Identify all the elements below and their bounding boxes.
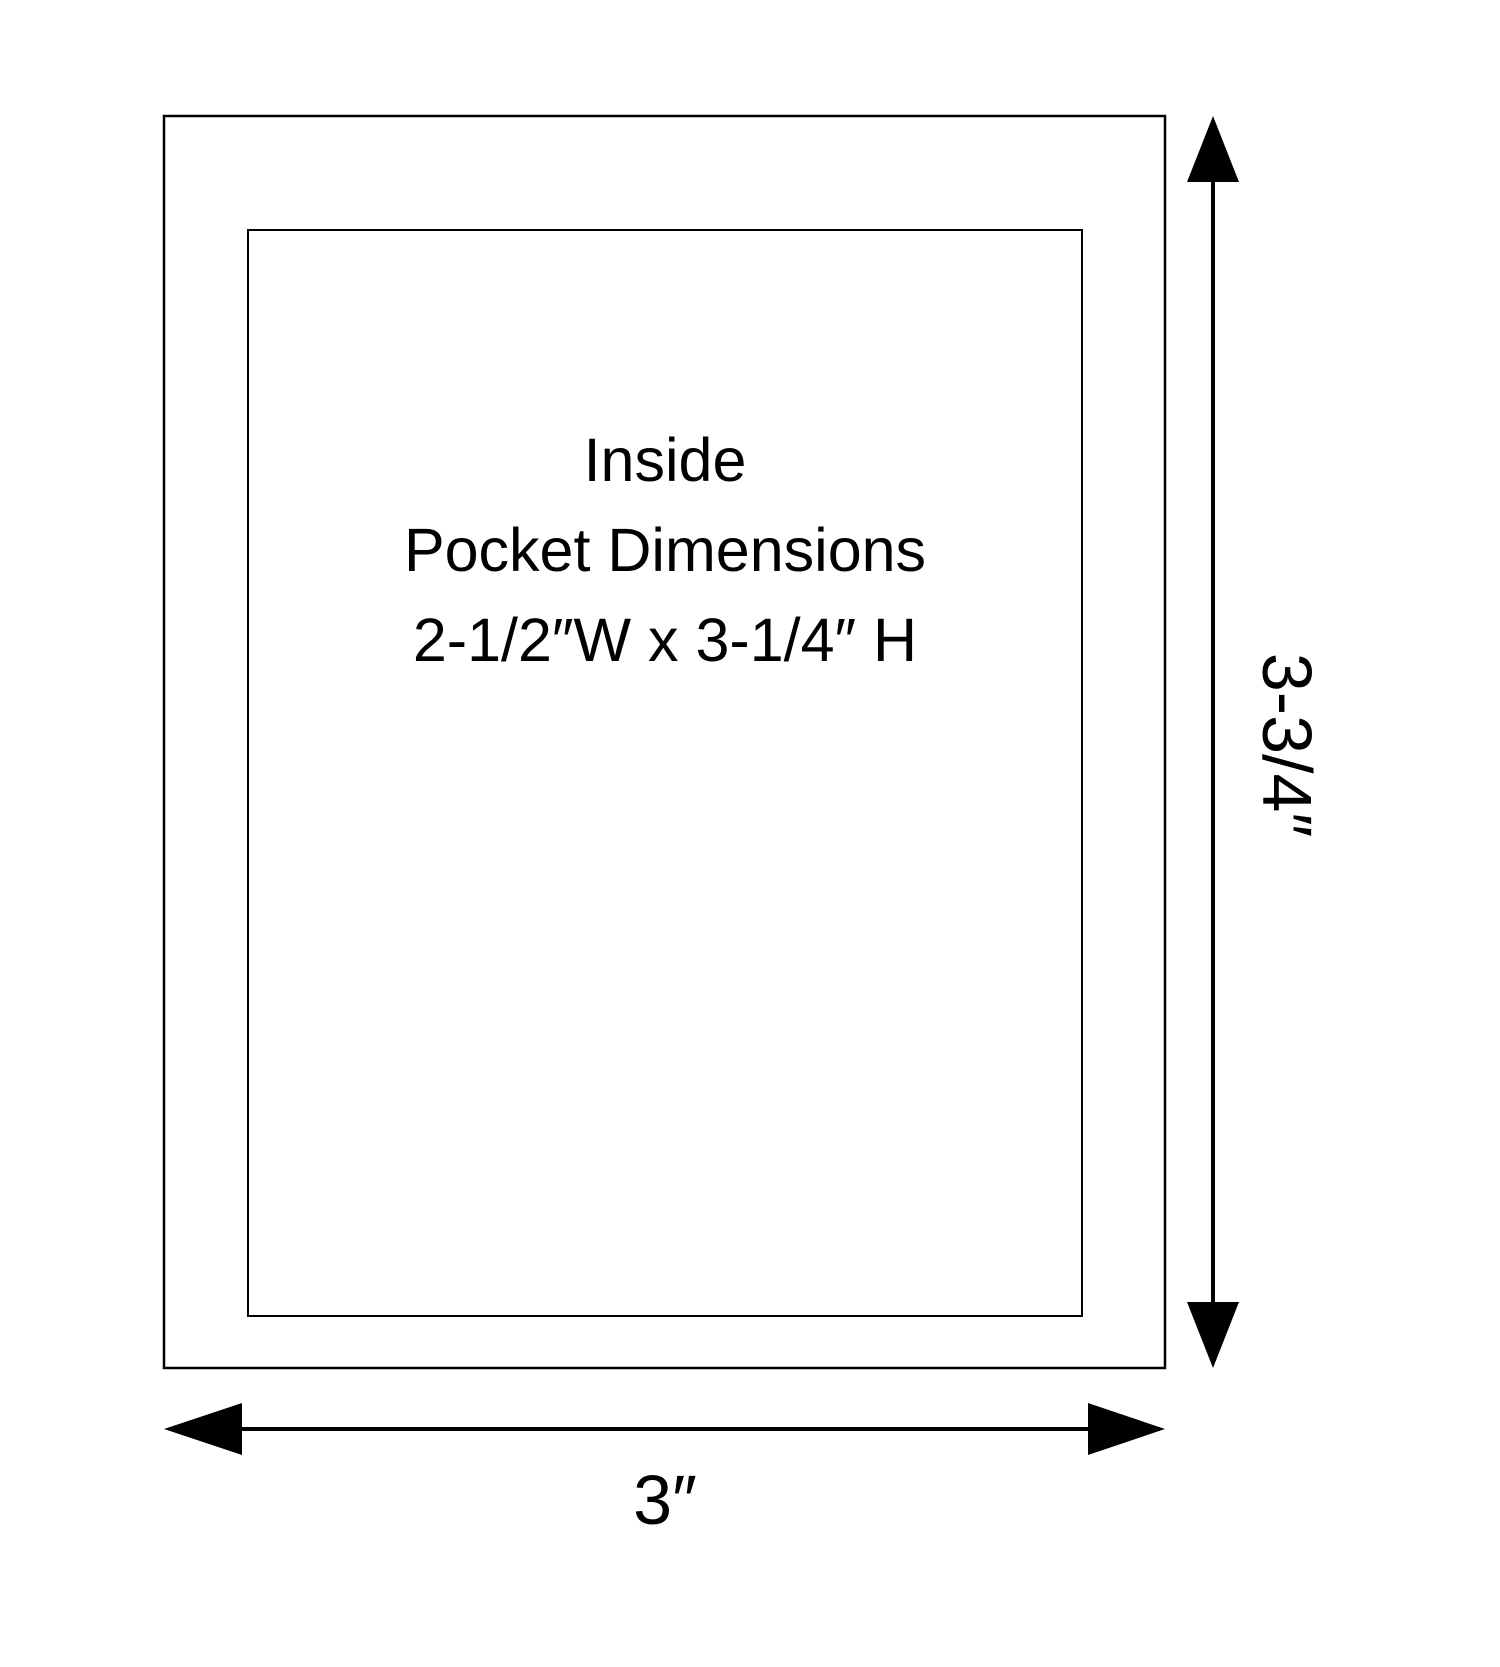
pocket-size-label: 2-1/2″W x 3-1/4″ H [412, 606, 918, 674]
outer-sleeve-outline [162, 114, 1167, 1370]
inside-pocket-dimensions-text: Inside Pocket Dimensions 2-1/2″W x 3-1/4… [265, 415, 1065, 685]
width-dimension-arrow [164, 1403, 1165, 1455]
arrowhead-down-icon [1187, 1302, 1239, 1368]
arrowhead-left-icon [164, 1403, 242, 1455]
width-label: 3″ [633, 1461, 697, 1539]
inner-pocket-outline [247, 229, 1083, 1317]
arrowhead-right-icon [1088, 1403, 1165, 1455]
pocket-dimensions-label: Pocket Dimensions [403, 516, 927, 584]
inside-label: Inside [583, 426, 747, 494]
arrowhead-up-icon [1187, 116, 1239, 182]
height-label: 3-3/4″ [1248, 652, 1326, 838]
height-dimension-arrow [1187, 116, 1239, 1368]
